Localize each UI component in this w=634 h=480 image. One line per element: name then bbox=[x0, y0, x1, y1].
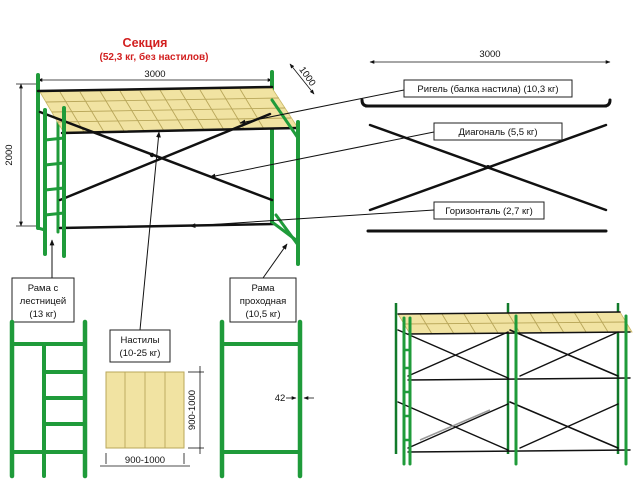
diagonal-joint bbox=[149, 152, 155, 158]
svg-text:(10,5 кг): (10,5 кг) bbox=[245, 309, 280, 320]
label-frame-ladder: Рама с лестницей (13 кг) bbox=[11, 277, 75, 323]
label-horizontal: Горизонталь (2,7 кг) bbox=[433, 201, 545, 220]
dim-section-length: 3000 bbox=[37, 69, 273, 82]
dim-section-depth: 1000 bbox=[289, 63, 318, 95]
dim-exploded-length-label: 3000 bbox=[479, 49, 500, 60]
front-ladder-frame bbox=[36, 106, 66, 258]
exploded-parts: 3000 bbox=[360, 49, 612, 233]
section-rigel-back bbox=[36, 85, 274, 93]
section-deck bbox=[39, 87, 299, 134]
svg-text:проходная: проходная bbox=[240, 296, 287, 307]
svg-text:(13 кг): (13 кг) bbox=[29, 309, 56, 320]
dim-section-height: 2000 bbox=[4, 83, 38, 227]
deck-hatch bbox=[59, 88, 265, 133]
section-title-group: Секция (52,3 кг, без настилов) bbox=[100, 36, 209, 63]
dim-deck-height-label: 900-1000 bbox=[187, 390, 198, 430]
dim-exploded-length: 3000 bbox=[369, 49, 611, 64]
svg-text:Рама: Рама bbox=[251, 283, 275, 294]
dim-section-height-label: 2000 bbox=[4, 144, 15, 165]
ladder-frame-part bbox=[9, 319, 88, 479]
section-subtitle: (52,3 кг, без настилов) bbox=[100, 51, 209, 63]
label-rigel: Ригель (балка настила) (10,3 кг) bbox=[403, 79, 573, 98]
label-decking: Настилы (10-25 кг) bbox=[109, 329, 171, 363]
dim-deck-width-label: 900-1000 bbox=[125, 455, 165, 466]
decking-part: 900-1000 900-1000 bbox=[100, 366, 204, 467]
svg-text:Настилы: Настилы bbox=[121, 335, 160, 346]
section-title: Секция bbox=[123, 36, 168, 50]
callout-leaders bbox=[49, 89, 435, 331]
dim-deck-width: 900-1000 bbox=[100, 453, 190, 467]
svg-text:Диагональ (5,5 кг): Диагональ (5,5 кг) bbox=[458, 127, 537, 138]
dim-deck-height: 900-1000 bbox=[187, 366, 204, 454]
label-frame-pass: Рама проходная (10,5 кг) bbox=[229, 277, 297, 323]
dim-tube: 42 bbox=[275, 393, 314, 404]
section-diagonal-2 bbox=[58, 112, 272, 202]
section-rigel-front bbox=[60, 126, 300, 135]
section-horizontal bbox=[58, 222, 276, 230]
dim-tube-label: 42 bbox=[275, 393, 286, 404]
svg-text:лестницей: лестницей bbox=[20, 296, 66, 307]
dim-section-length-label: 3000 bbox=[144, 69, 165, 80]
main-section: 3000 1000 2000 bbox=[4, 63, 318, 266]
svg-text:Ригель (балка настила) (10,3 к: Ригель (балка настила) (10,3 кг) bbox=[417, 84, 558, 95]
pass-frame-part: 42 bbox=[219, 319, 314, 479]
svg-text:Горизонталь (2,7 кг): Горизонталь (2,7 кг) bbox=[445, 206, 533, 217]
label-diagonal: Диагональ (5,5 кг) bbox=[433, 122, 563, 141]
rigel-part bbox=[360, 98, 612, 108]
section-diagonal-1 bbox=[38, 110, 274, 202]
diagonal-part bbox=[368, 123, 608, 212]
svg-text:Рама с: Рама с bbox=[28, 283, 59, 294]
svg-text:(10-25 кг): (10-25 кг) bbox=[120, 348, 161, 359]
assembled-view bbox=[394, 303, 633, 466]
